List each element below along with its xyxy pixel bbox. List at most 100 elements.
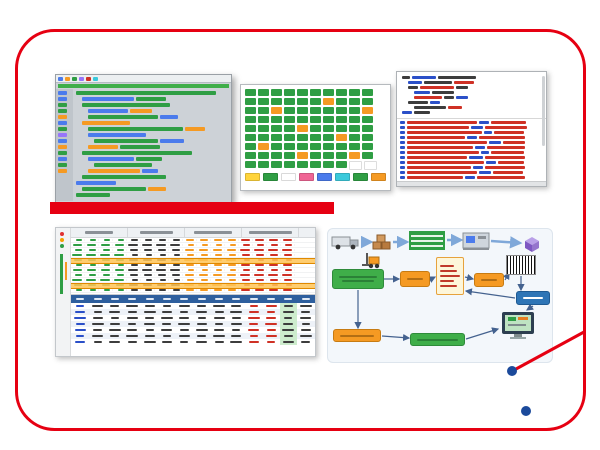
- text-segment: [479, 171, 491, 174]
- value-bar: [90, 239, 96, 241]
- value-bar: [257, 244, 264, 246]
- sheet-cell: [197, 264, 211, 266]
- status-cell: [245, 161, 256, 168]
- text-segment: [407, 166, 471, 169]
- text-segment: [484, 131, 492, 134]
- sheet-cell: [113, 244, 127, 246]
- status-cell: [310, 161, 321, 168]
- cell-text-bar: [145, 317, 155, 319]
- sheet-cell: [169, 269, 183, 271]
- status-cell: [297, 161, 308, 168]
- status-cell: [271, 152, 282, 159]
- cell-text-bar: [162, 305, 171, 307]
- value-bar: [214, 239, 222, 241]
- block-palette: [56, 89, 73, 201]
- value-bar: [243, 269, 250, 271]
- status-cell: [362, 98, 373, 105]
- status-cell: [245, 98, 256, 105]
- cell-text-bar: [161, 311, 172, 313]
- value-bar: [118, 264, 124, 266]
- text-segment: [407, 131, 482, 134]
- log-line: [400, 176, 543, 179]
- palette-block: [58, 139, 67, 143]
- value-bar: [132, 279, 138, 281]
- status-cell: [284, 89, 295, 96]
- flow-arrow: [526, 303, 534, 311]
- value-bar: [87, 244, 96, 246]
- flow-box-green: [410, 333, 465, 346]
- sheet-cell: [183, 274, 197, 276]
- text-segment: [400, 146, 405, 149]
- spreadsheet-grid: [71, 228, 315, 295]
- cell-text-bar: [91, 323, 104, 325]
- status-cell: [245, 143, 256, 150]
- value-bar: [256, 254, 264, 256]
- flow-box-orange: [474, 273, 504, 287]
- cell-text-bar: [74, 329, 86, 331]
- cell-text-bar: [92, 335, 104, 337]
- palette-block: [58, 115, 67, 119]
- value-bar: [146, 279, 152, 281]
- value-bar: [269, 264, 278, 266]
- sheet-cell: [85, 249, 99, 251]
- value-bar: [100, 279, 110, 281]
- text-segment: [160, 115, 178, 119]
- value-bar: [145, 239, 152, 241]
- value-bar: [187, 279, 194, 281]
- value-bar: [242, 254, 250, 256]
- cell-text-bar: [249, 323, 259, 325]
- value-bar: [158, 249, 166, 251]
- table-header-cell: [194, 298, 210, 300]
- status-cell: [284, 125, 295, 132]
- value-bar: [227, 249, 236, 251]
- value-bar: [268, 274, 278, 276]
- list-text-bar: [440, 270, 457, 272]
- cell-text-bar: [214, 329, 225, 331]
- value-bar: [174, 279, 180, 281]
- cell-text-bar: [265, 323, 278, 325]
- text-segment: [136, 157, 162, 161]
- code-block-row: [76, 181, 228, 185]
- code-area: [397, 72, 546, 118]
- status-cell: [271, 89, 282, 96]
- machine-icon: [462, 231, 490, 251]
- text-segment: [130, 109, 152, 113]
- text-segment: [94, 163, 152, 167]
- table-cell: [72, 339, 88, 345]
- table-header-cell: [298, 298, 314, 300]
- value-bar: [118, 239, 124, 241]
- text-segment: [407, 161, 484, 164]
- palette-block: [58, 157, 67, 161]
- status-cell: [336, 143, 347, 150]
- table-header-cell: [246, 298, 262, 300]
- sheet-cell: [155, 279, 169, 281]
- text-segment: [414, 106, 446, 109]
- value-bar: [100, 254, 110, 256]
- status-cell: [323, 161, 334, 168]
- text-segment: [88, 109, 128, 113]
- sheet-cell: [99, 279, 113, 281]
- value-bar: [214, 264, 222, 266]
- status-row: [245, 152, 386, 159]
- table-cell: [176, 339, 192, 345]
- sheet-cell: [183, 289, 197, 291]
- cell-text-bar: [143, 341, 156, 343]
- text-segment: [485, 156, 525, 159]
- flow-box-blue: [516, 291, 550, 305]
- code-line: [414, 96, 541, 99]
- status-row: [245, 134, 386, 141]
- sheet-cell: [197, 244, 211, 246]
- text-segment: [467, 136, 477, 139]
- table-cell: [124, 339, 140, 345]
- cell-text-bar: [213, 335, 226, 337]
- code-line: [408, 101, 541, 104]
- text-segment: [465, 176, 475, 179]
- text-segment: [407, 171, 477, 174]
- value-bar: [130, 274, 138, 276]
- sheet-cell: [211, 289, 225, 291]
- sheet-cell: [281, 244, 295, 246]
- code-line: [408, 81, 541, 84]
- sheet-cell: [239, 244, 253, 246]
- text-segment: [479, 136, 525, 139]
- value-bar: [229, 254, 236, 256]
